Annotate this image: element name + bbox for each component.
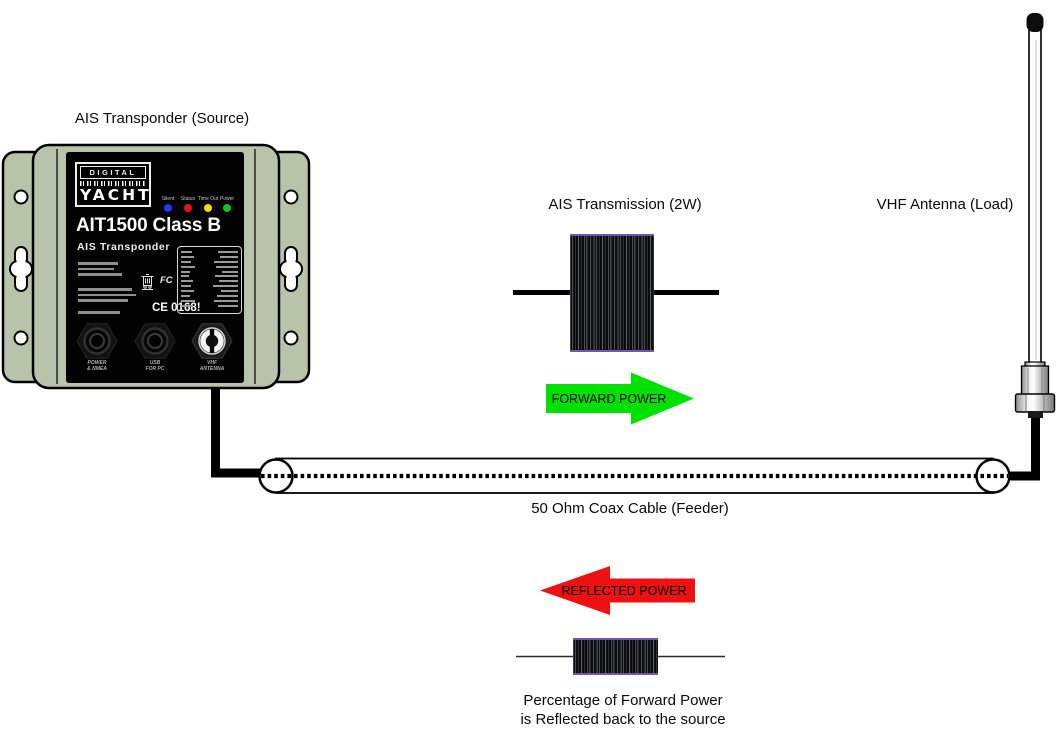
antenna-cable	[1010, 410, 1040, 481]
caption-line-2: is Reflected back to the source	[520, 710, 726, 728]
model-subtitle: AIS Transponder	[77, 241, 171, 253]
brand-digital: DIGITAL	[80, 166, 146, 179]
led-label-status: Status	[180, 195, 196, 202]
power-led	[223, 204, 231, 212]
power-nmea-label: POWER& NMEA	[87, 360, 107, 372]
antenna-hex-nut	[1014, 393, 1056, 413]
source-cable	[211, 375, 262, 478]
brand-yacht: YACHT	[80, 186, 152, 204]
keyhole-slot-left	[9, 246, 33, 292]
fine-print-block-2	[78, 288, 136, 305]
keyhole-slot-right	[279, 246, 303, 292]
digital-yacht-logo: DIGITAL YACHT	[75, 162, 151, 207]
spec-table	[177, 246, 242, 314]
reflected-caption: Percentage of Forward Power is Reflected…	[493, 692, 753, 729]
reflected-power-arrow	[540, 566, 695, 615]
source-label: AIS Transponder (Source)	[74, 110, 250, 127]
led-label-timeout: Time Out	[197, 195, 219, 202]
timeout-led	[204, 204, 212, 212]
model-name: AIT1500 Class B	[76, 215, 221, 236]
fcc-icon: FC	[160, 275, 173, 286]
transponder-front-panel: DIGITAL YACHT Silent Status Time Out Pow…	[66, 152, 244, 383]
coax-label: 50 Ohm Coax Cable (Feeder)	[531, 500, 729, 517]
mount-holes	[13, 189, 299, 346]
led-label-power: Power	[219, 195, 235, 202]
caption-line-1: Percentage of Forward Power	[523, 692, 723, 709]
power-nmea-connector	[76, 323, 118, 359]
logo-barcode-stripe	[80, 180, 146, 186]
weee-bin-icon	[141, 274, 154, 290]
led-label-silent: Silent	[161, 195, 175, 202]
antenna-stub	[1028, 411, 1043, 418]
antenna-label: VHF Antenna (Load)	[876, 196, 1014, 213]
fine-print-block-3	[78, 311, 120, 317]
case-fold-lines	[56, 149, 256, 384]
forward-power-label: FORWARD POWER	[551, 392, 667, 406]
nut-facets	[1025, 395, 1045, 411]
vhf-antenna-connector	[191, 323, 233, 359]
transmission-label: AIS Transmission (2W)	[548, 196, 702, 213]
vhf-antenna	[1014, 13, 1056, 418]
antenna-rod	[1028, 25, 1042, 369]
status-led	[184, 204, 192, 212]
usb-connector	[134, 323, 176, 359]
ferrule-shading	[1027, 368, 1043, 394]
antenna-ferrule	[1020, 365, 1050, 397]
reflected-waveform-burst	[573, 638, 658, 675]
fine-print-block-1	[78, 262, 122, 279]
antenna-cap	[1026, 13, 1044, 32]
coax-tube	[275, 457, 994, 494]
silent-led	[164, 204, 172, 212]
tx-waveform-burst	[570, 234, 654, 352]
reflected-power-label: REFLECTED POWER	[561, 584, 687, 598]
forward-power-arrow	[546, 372, 694, 425]
